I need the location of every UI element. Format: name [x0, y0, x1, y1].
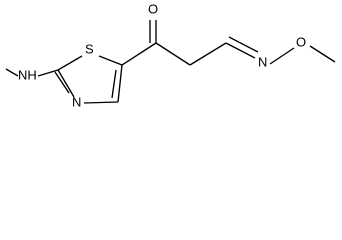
bond-n3-c2-double: [54, 71, 70, 94]
bond-ch2-ch: [189, 42, 227, 66]
bond-nh-c2: [37, 69, 59, 77]
bond-methyl-nh: [5, 68, 19, 77]
atom-amine-nh: NH: [18, 67, 37, 82]
atom-sulfur: S: [85, 41, 94, 56]
atom-labels: S N NH O N O: [18, 1, 306, 109]
bond-o-methyl: [309, 45, 336, 63]
atom-oxime-nitrogen: N: [258, 54, 267, 69]
bond-c5-carbonyl: [121, 42, 157, 66]
bond-c4-n3: [83, 101, 119, 104]
atom-ketone-oxygen: O: [148, 1, 158, 16]
bonds: [5, 20, 336, 104]
bond-c5-c4-double: [111, 69, 117, 99]
atom-oxime-oxygen: O: [296, 34, 306, 49]
bond-n3-c2: [57, 69, 75, 98]
molecule-drawing: S N NH O N O: [5, 1, 336, 109]
bond-n-o: [269, 47, 295, 65]
atom-ring-nitrogen: N: [72, 94, 81, 109]
chemical-structure-diagram: S N NH O N O: [5, 1, 336, 110]
bond-carbonyl-ch2: [155, 42, 191, 66]
bond-ch-n-double: [228, 36, 259, 53]
bond-ch-n: [225, 42, 256, 59]
bond-s1-c5: [98, 55, 123, 66]
bond-c5-c4: [117, 64, 123, 103]
bond-c2-s1: [57, 55, 83, 71]
